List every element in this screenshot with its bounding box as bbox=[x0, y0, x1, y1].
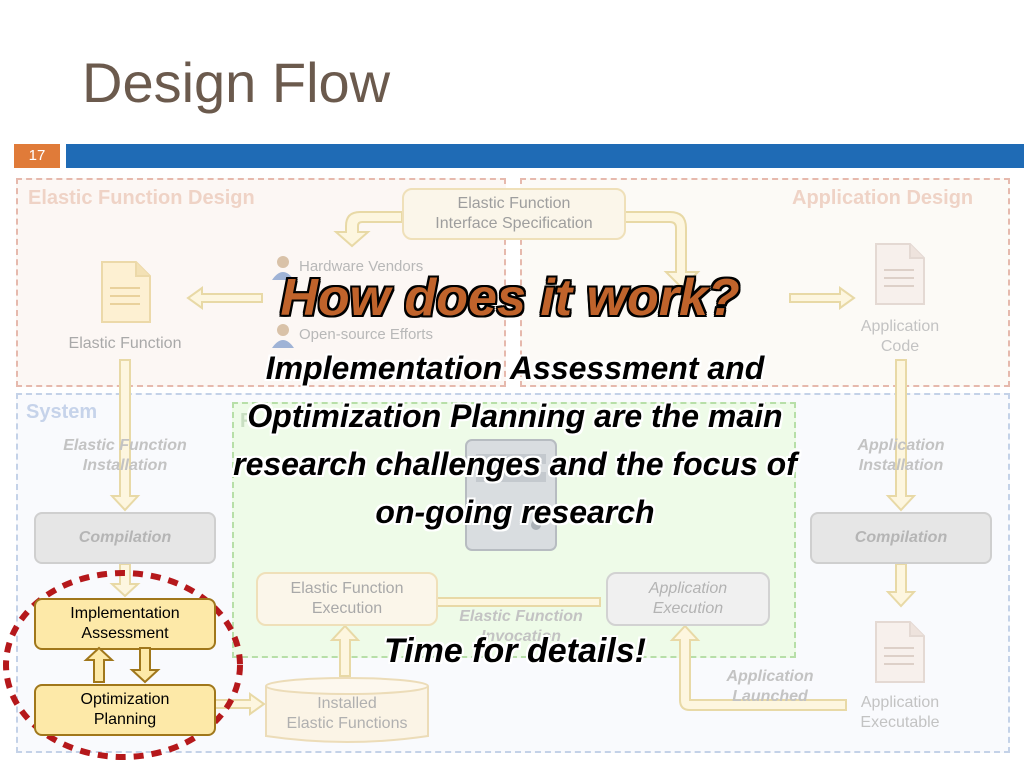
application-code-label: Application Code bbox=[860, 318, 940, 355]
implementation-assessment-box: Implementation Assessment bbox=[34, 598, 216, 650]
arrow-icon bbox=[186, 286, 263, 310]
elastic-function-label: Elastic Function bbox=[68, 335, 182, 352]
ef-installation-label: Elastic Function Installation bbox=[63, 437, 187, 474]
bidirectional-arrows bbox=[83, 646, 161, 684]
arrow-icon bbox=[669, 624, 847, 711]
arrow-icon bbox=[885, 563, 917, 608]
database-icon bbox=[265, 677, 429, 743]
arrow-icon bbox=[885, 359, 917, 512]
arrow-icon bbox=[435, 597, 601, 607]
application-design-label: Application Design bbox=[792, 187, 974, 209]
runtime-label: R bbox=[240, 410, 255, 432]
document-icon bbox=[875, 243, 925, 305]
arrow-icon bbox=[333, 211, 403, 248]
ef-execution-box: Elastic Function Execution bbox=[256, 572, 438, 626]
system-label: System bbox=[26, 401, 98, 423]
page-title: Design Flow bbox=[82, 51, 391, 114]
header-bar bbox=[66, 144, 1024, 168]
ef-invocation-label: Elastic Function Invocation bbox=[459, 608, 583, 645]
arrow-icon bbox=[621, 211, 701, 290]
arrow-icon bbox=[109, 359, 141, 512]
document-icon bbox=[875, 621, 925, 683]
arrow-icon bbox=[789, 286, 856, 310]
overlay-body: Implementation Assessment and Optimizati… bbox=[233, 350, 797, 530]
app-executable-label: Application Executable bbox=[860, 694, 940, 731]
arrow-icon bbox=[109, 563, 141, 598]
hardware-vendors-label: Hardware Vendors bbox=[299, 258, 424, 275]
optimization-planning-box: Optimization Planning bbox=[34, 684, 216, 736]
open-source-efforts-label: Open-source Efforts bbox=[299, 326, 433, 343]
overlay-details: Time for details! bbox=[384, 632, 646, 670]
person-icon bbox=[272, 324, 294, 348]
installed-ef-label: Installed Elastic Functions bbox=[286, 695, 408, 732]
app-installation-label: Application Installation bbox=[857, 437, 945, 474]
overlay-headline: How does it work? bbox=[280, 269, 740, 327]
arrow-icon bbox=[213, 692, 266, 716]
compilation-right-box: Compilation bbox=[810, 512, 992, 564]
slide-number: 17 bbox=[14, 144, 60, 168]
highlight-circle bbox=[3, 570, 243, 760]
server-icon bbox=[465, 439, 557, 551]
compilation-left-box: Compilation bbox=[34, 512, 216, 564]
person-icon bbox=[272, 256, 294, 280]
app-launched-label: Application Launched bbox=[726, 668, 814, 705]
elastic-function-design-label: Elastic Function Design bbox=[28, 187, 255, 209]
document-icon bbox=[101, 261, 151, 323]
interface-spec-box: Elastic Function Interface Specification bbox=[402, 188, 626, 240]
app-execution-box: Application Execution bbox=[606, 572, 770, 626]
arrow-icon bbox=[329, 624, 361, 677]
